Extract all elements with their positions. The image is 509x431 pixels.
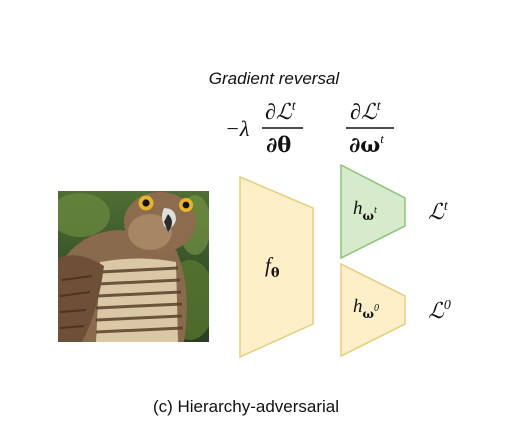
hawk-image — [58, 191, 209, 342]
direct-denominator: ∂ωt — [349, 131, 384, 157]
head-t-block — [340, 163, 406, 260]
head-t-label: hωt — [353, 198, 377, 223]
loss-0-label: ℒ0 — [428, 298, 451, 323]
reversal-denominator: ∂θ — [266, 132, 291, 157]
direct-gradient: ∂ℒt ∂ωt — [346, 99, 394, 157]
feature-extractor-block — [239, 175, 314, 359]
feature-extractor-label: fθ — [265, 253, 280, 281]
figure-caption: (c) Hierarchy-adversarial — [153, 397, 339, 416]
reversal-sign: −λ — [225, 116, 249, 141]
head-0-label: hω0 — [353, 296, 379, 321]
diagram-title: Gradient reversal — [209, 69, 341, 88]
loss-t-label: ℒt — [428, 199, 449, 224]
head-0-block — [340, 262, 406, 358]
direct-numerator: ∂ℒt — [350, 99, 382, 124]
reversal-numerator: ∂ℒt — [265, 99, 297, 124]
reversal-gradient: −λ ∂ℒt ∂θ — [225, 99, 303, 157]
